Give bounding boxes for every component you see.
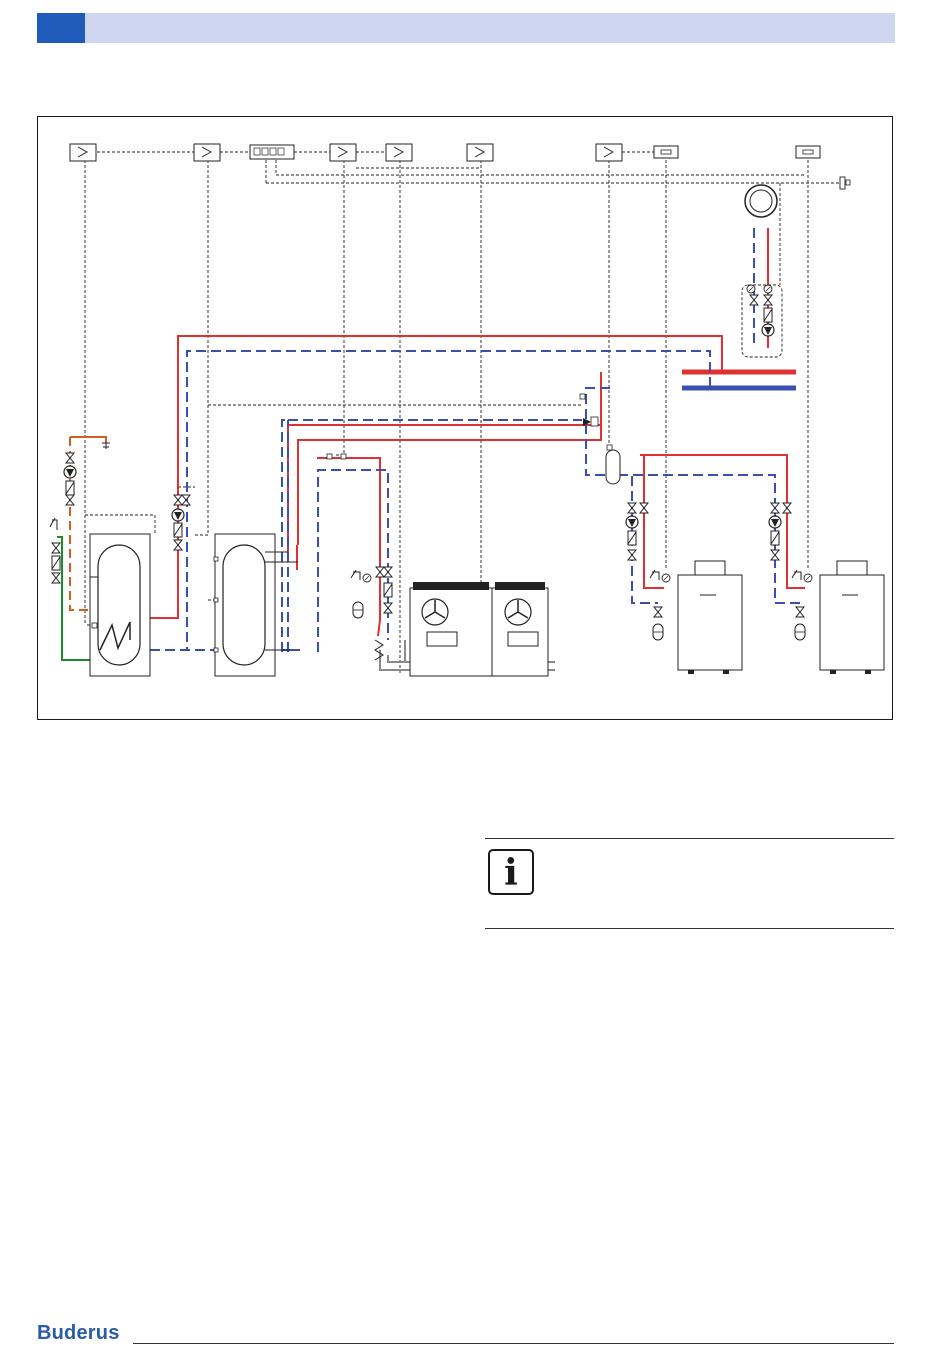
gauge-icons [363,285,812,582]
controller-icon [330,144,356,161]
dhw-outlet-pipe [70,437,106,443]
hydraulic-separator [606,450,620,484]
controller-icon [467,144,493,161]
info-icon: i [488,849,534,895]
room-sensor-icon [654,146,678,158]
dhw-storage-tank [90,534,150,676]
boiler-unit [678,561,742,674]
controller-icon [386,144,412,161]
controller-icon [596,144,622,161]
info-rule-top [485,838,894,839]
control-panel-icon [250,145,294,159]
buffer-storage-tank [214,534,298,676]
info-rule-bottom [485,928,894,929]
heat-pump-unit [492,582,548,676]
heat-pump-unit [410,582,492,676]
safety-valve-icons [50,518,801,580]
controller-icon [194,144,220,161]
boiler-unit [820,561,884,674]
heating-circuit-group [742,285,782,357]
buderus-logo: Buderus [37,1322,120,1345]
room-sensor-icon [796,146,820,158]
footer-rule [133,1343,894,1344]
controller-icon [70,144,96,161]
dhw-outlet-icon [102,443,110,449]
outdoor-sensor-icon [840,177,850,189]
